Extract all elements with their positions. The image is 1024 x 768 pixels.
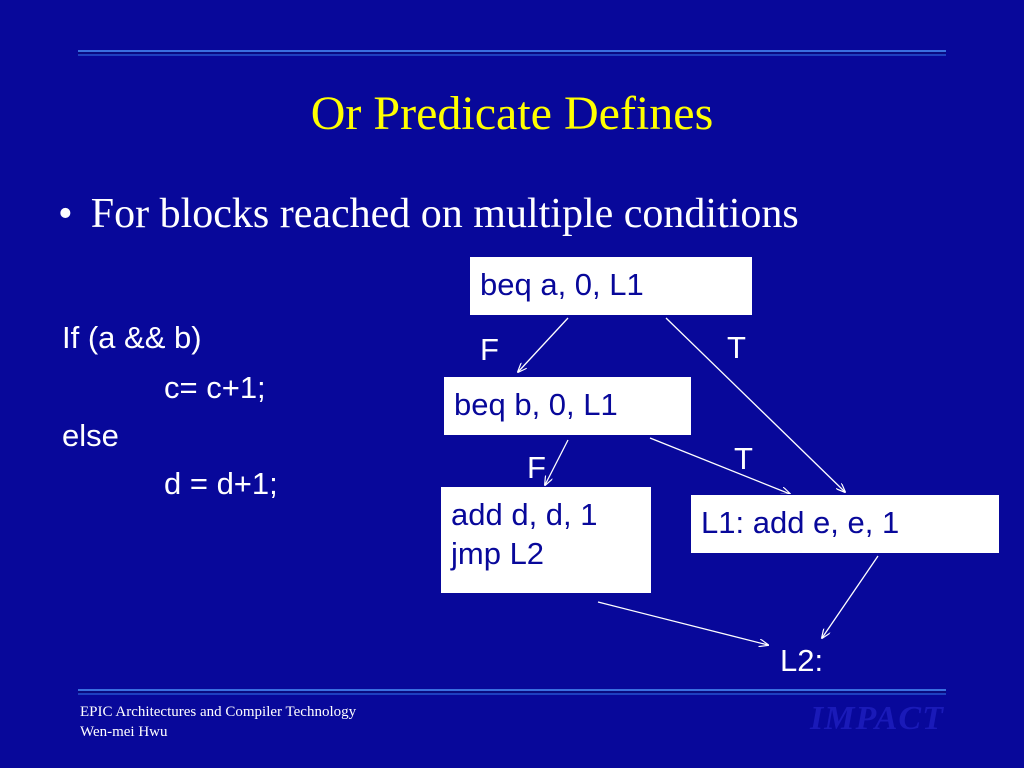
edge-a-false [518,317,569,372]
edge-label-b-false: F [527,450,546,485]
edge-label-b-true: T [734,441,753,476]
edge-a-true [665,317,845,492]
top-divider [78,50,946,56]
node-l2: L2: [780,643,824,678]
code-line-if: If (a && b) [62,320,202,355]
edge-add-d-to-l2 [597,601,768,645]
edge-b-false [545,439,569,485]
footer: EPIC Architectures and Compiler Technolo… [80,702,356,742]
node-l1: L1: add e, e, 1 [690,494,1000,554]
bullet-text: For blocks reached on multiple condition… [90,191,799,237]
footer-course: EPIC Architectures and Compiler Technolo… [80,704,357,720]
node-add-d-line1: add d, d, 1 [451,497,598,532]
edge-b-true [649,437,790,494]
impact-logo: IMPACT [810,700,944,737]
node-beq-a: beq a, 0, L1 [469,256,753,316]
node-add-d: add d, d, 1 jmp L2 [440,486,652,594]
code-line-else-body: d = d+1; [164,466,278,501]
edge-label-a-false: F [480,332,499,367]
edge-label-a-true: T [727,330,746,365]
edge-l1-to-l2 [822,555,879,638]
slide-title: Or Predicate Defines [310,87,714,140]
node-beq-b: beq b, 0, L1 [443,376,692,436]
bullet-dot-icon: • [58,191,73,237]
node-add-d-line2: jmp L2 [451,536,545,571]
code-line-then: c= c+1; [164,370,266,405]
footer-author: Wen-mei Hwu [80,724,168,740]
bullet-item: • For blocks reached on multiple conditio… [58,190,799,238]
code-line-else: else [62,418,119,453]
bottom-divider [78,689,946,695]
